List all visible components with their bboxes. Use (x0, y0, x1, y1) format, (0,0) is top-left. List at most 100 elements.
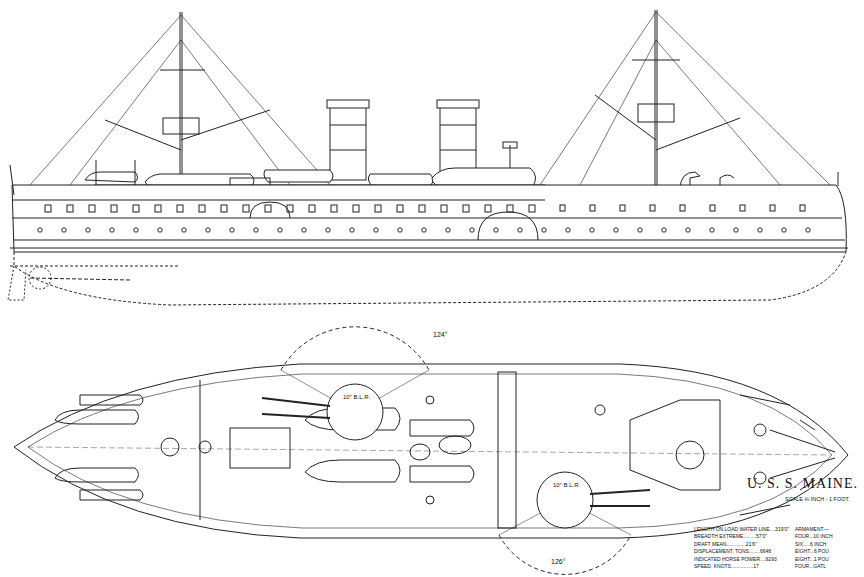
drawing-rect (620, 205, 625, 211)
drawing-circle (278, 228, 282, 232)
drawing-line (590, 505, 650, 507)
drawing-path (80, 490, 143, 500)
drawing-line (590, 490, 650, 494)
armament-row: SIX.....6 INCH (795, 542, 826, 548)
drawing-rect (67, 205, 73, 212)
drawing-rect (507, 205, 513, 212)
drawing-circle (590, 228, 594, 232)
drawing-line (30, 15, 181, 185)
drawing-circle (62, 228, 66, 232)
drawing-rect (397, 205, 403, 212)
drawing-circle (302, 228, 306, 232)
drawing-rect (177, 205, 183, 212)
drawing-circle (327, 384, 383, 440)
drawing-circle (758, 228, 762, 232)
drawing-rect (638, 104, 674, 122)
drawing-path (478, 212, 538, 240)
drawing-rect (419, 205, 425, 212)
drawing-circle (86, 228, 90, 232)
drawing-line (440, 125, 476, 126)
drawing-path (14, 252, 846, 305)
drawing-line (262, 398, 330, 406)
drawing-rect (133, 205, 139, 212)
drawing-circle (566, 228, 570, 232)
spec-row: DRAFT MEAN..............21'6" (694, 542, 757, 548)
gun-label: 10" B.L.R. (342, 394, 371, 401)
drawing-circle (374, 228, 378, 232)
spec-row: BREADTH EXTREME.........57'0" (694, 534, 767, 540)
drawing-rect (441, 205, 447, 212)
drawing-circle (199, 441, 211, 453)
drawing-path (12, 185, 846, 252)
drawing-line (105, 120, 181, 150)
drawing-circle (595, 405, 605, 415)
drawing-rect (221, 205, 227, 212)
drawing-rect (327, 100, 369, 108)
drawing-circle (638, 228, 642, 232)
drawing-line (330, 150, 366, 151)
drawing-line (12, 200, 545, 201)
drawing-path (80, 395, 143, 405)
drawing-rect (375, 205, 381, 212)
drawing-circle (614, 228, 618, 232)
drawing-circle (734, 228, 738, 232)
drawing-line (838, 172, 839, 186)
drawing-rect (498, 372, 516, 528)
drawing-path (410, 466, 474, 482)
drawing-line (70, 40, 181, 185)
drawing-circle (446, 228, 450, 232)
drawing-line (12, 218, 842, 219)
drawing-rect (230, 428, 290, 468)
drawing-line (595, 95, 656, 140)
drawing-circle (518, 228, 522, 232)
arc-angle: 124° (432, 331, 448, 339)
drawing-rect (800, 205, 805, 211)
drawing-line (262, 414, 330, 418)
drawing-line (10, 266, 180, 267)
drawing-line (200, 380, 201, 520)
drawing-line (160, 70, 205, 71)
armament-row: ARMAMENT— (795, 527, 829, 533)
drawing-rect (485, 205, 491, 212)
drawing-line (181, 110, 270, 140)
portholes (38, 205, 810, 232)
drawing-circle (134, 228, 138, 232)
drawing-circle (230, 228, 234, 232)
spec-row: LENGTH ON LOAD WATER LINE....319'0" (694, 527, 789, 533)
drawing-circle (426, 396, 434, 404)
drawing-line (770, 458, 835, 478)
drawing-line (14, 240, 845, 241)
drawing-line (655, 10, 656, 185)
drawing-rect (590, 205, 595, 211)
drawing-path (410, 420, 474, 436)
drawing-path (28, 374, 832, 528)
drawing-rect (353, 205, 359, 212)
drawing-path (264, 170, 333, 182)
drawing-circle (710, 228, 714, 232)
drawing-circle (782, 228, 786, 232)
drawing-line (30, 278, 130, 280)
armament-row: EIGHT...6 POU (795, 549, 829, 555)
drawing-line (330, 125, 366, 126)
drawing-path (281, 327, 429, 370)
drawing-circle (676, 441, 704, 469)
drawing-line (10, 248, 848, 249)
spec-row: DISPLACEMENT, TONS........6648 (694, 549, 771, 555)
drawing-circle (38, 228, 42, 232)
drawing-rect (463, 205, 469, 212)
drawing-path (630, 400, 720, 490)
drawing-path (85, 172, 138, 182)
drawing-line (770, 430, 835, 452)
drawing-line (182, 12, 183, 185)
spec-row: SPEED, KNOTS................17 (694, 564, 759, 570)
drawing-rect (287, 205, 293, 212)
drawing-line (580, 40, 656, 185)
armament-row: FOUR...GATL (795, 564, 826, 570)
drawing-circle (686, 228, 690, 232)
drawing-path (740, 395, 790, 515)
drawing-path (250, 202, 290, 218)
drawing-line (135, 160, 136, 185)
drawing-circle (754, 424, 766, 436)
spec-row: INDICATED HORSE POWER....9293 (694, 557, 777, 563)
drawing-rect (111, 205, 117, 212)
